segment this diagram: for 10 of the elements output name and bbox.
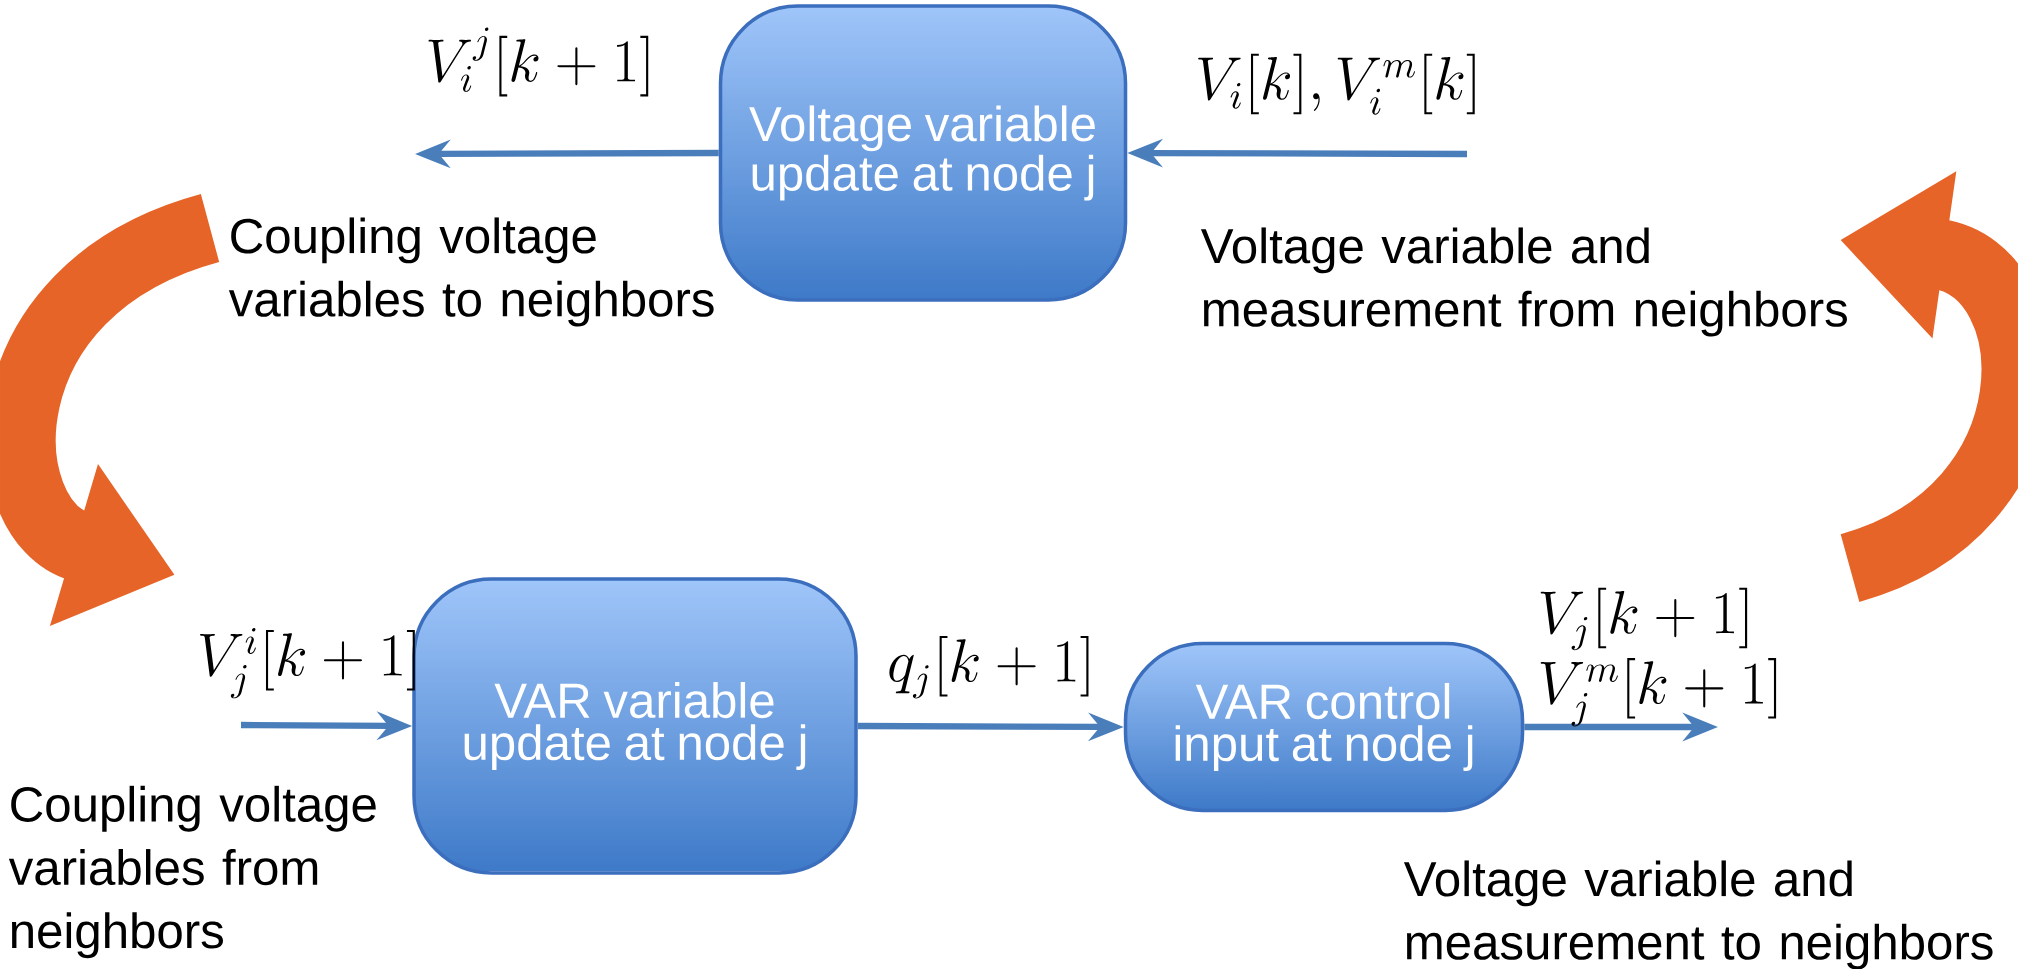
edge-label: $q_j[k+1]$ xyxy=(889,636,1089,699)
edge-label: $\begin{array}{l}V_j[k+1]\\ V_j^m[k+1]\end{array}$ xyxy=(1540,587,1777,727)
annotation-text: Voltage variable and measurement from neighbors xyxy=(1200,227,1847,337)
process-box: Voltage variable update at node j xyxy=(718,4,1128,302)
annotation-text: Coupling voltage variables to neighbors xyxy=(228,217,714,327)
edge-label: $V_i[k], V_i^m[k]$ xyxy=(1198,53,1475,115)
edge-label: $V_i^j[k+1]$ xyxy=(428,27,649,97)
process-box: VAR control input at node j xyxy=(1123,641,1525,813)
annotation-text: Coupling voltage variables from neighbors xyxy=(8,785,376,959)
annotation-text: Voltage variable and measurement to neighbors xyxy=(1403,860,1993,969)
